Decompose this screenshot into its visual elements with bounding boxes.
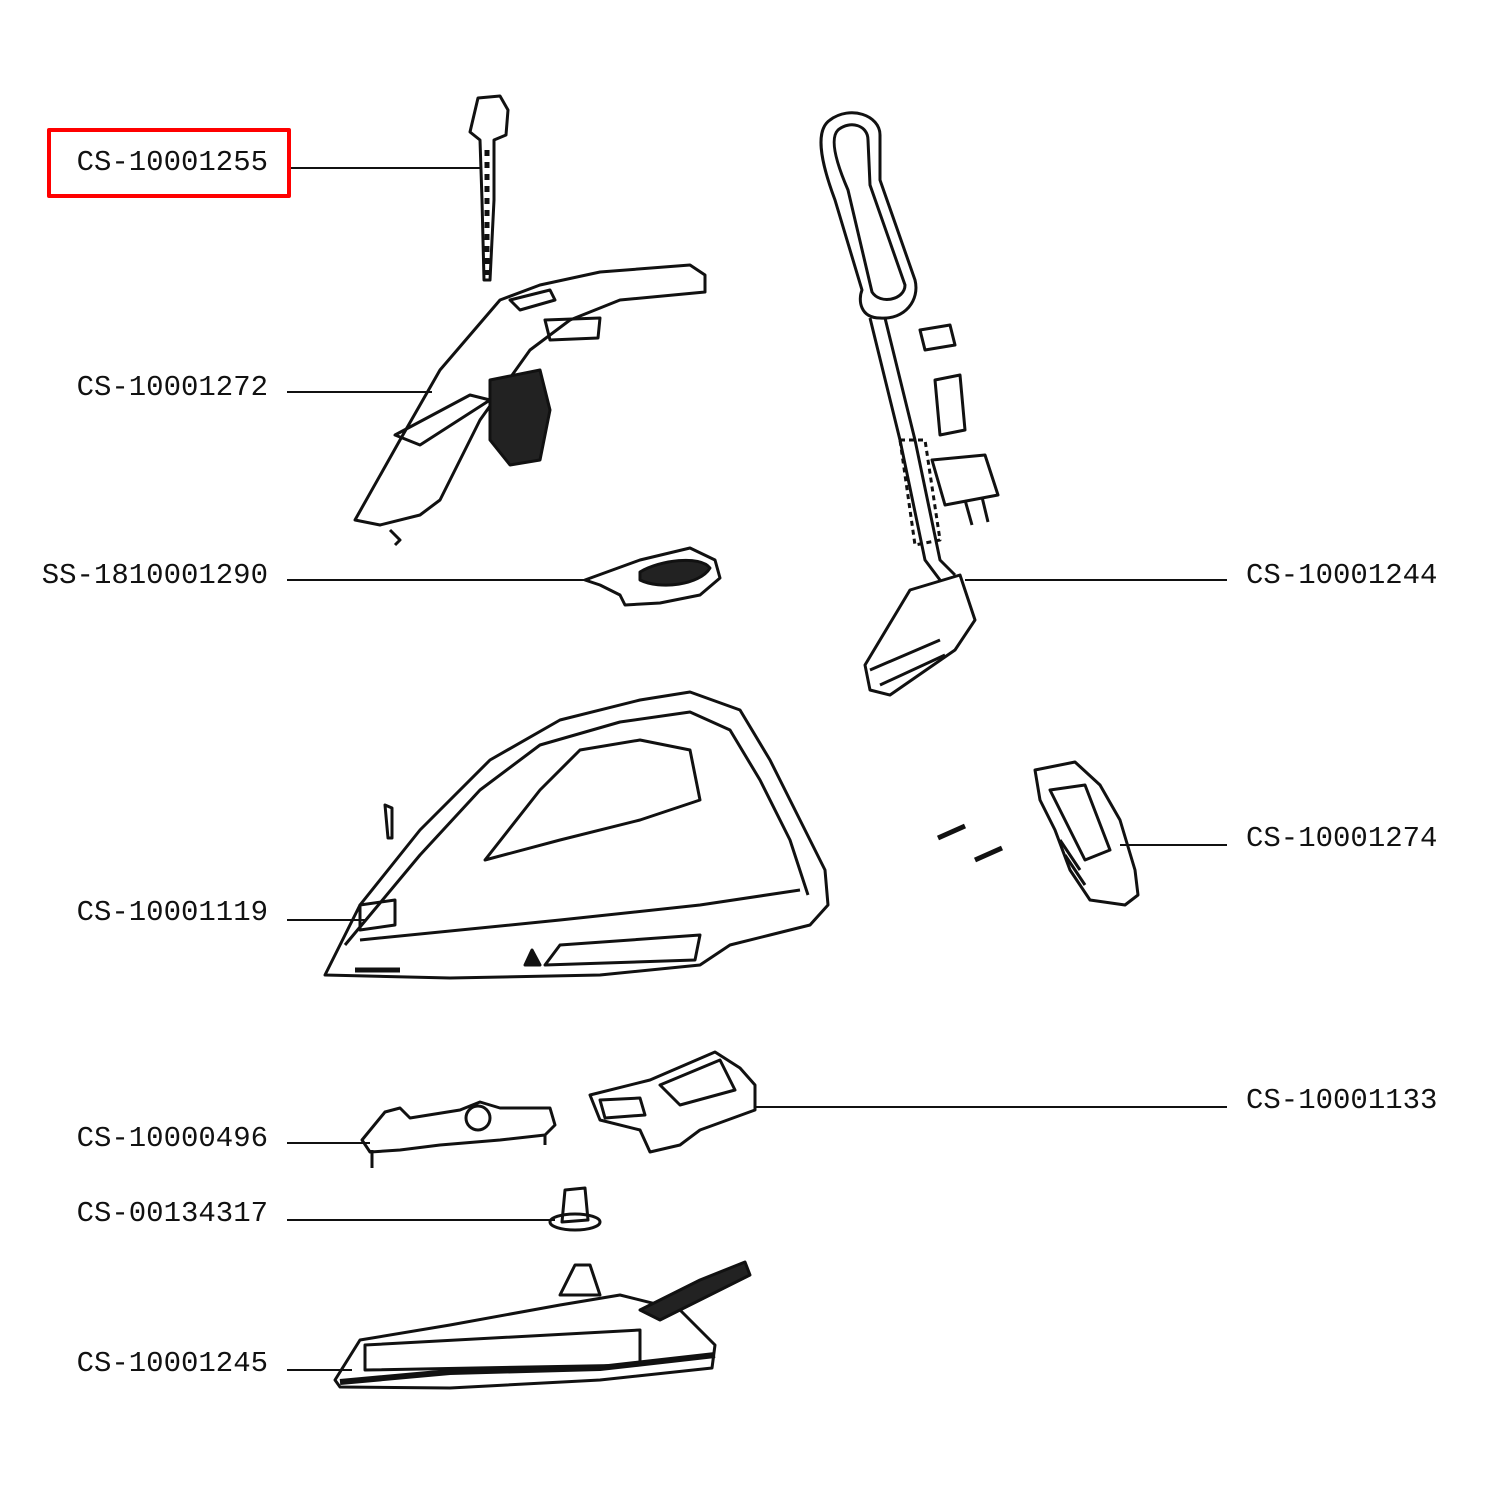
power-cord-part	[819, 111, 1000, 697]
part-label-cs-10001255[interactable]: CS-10001255	[76, 146, 268, 179]
thermostat-part	[360, 1100, 557, 1168]
dial-part	[583, 546, 722, 607]
steam-rod-part	[468, 94, 510, 282]
highlight-box	[47, 128, 291, 198]
handle-assembly-part	[353, 263, 707, 547]
part-label-cs-00134317[interactable]: CS-00134317	[76, 1197, 268, 1230]
part-label-cs-10001119[interactable]: CS-10001119	[76, 896, 268, 929]
valve-part	[548, 1186, 602, 1232]
part-label-ss-1810001290[interactable]: SS-1810001290	[41, 559, 268, 592]
cord-guard-part	[588, 1050, 757, 1154]
housing-part	[323, 690, 830, 980]
leader-lines	[287, 167, 1227, 1371]
part-label-cs-10001244[interactable]: CS-10001244	[1246, 559, 1438, 592]
part-label-cs-10001245[interactable]: CS-10001245	[76, 1347, 268, 1380]
part-label-cs-10001272[interactable]: CS-10001272	[76, 371, 268, 404]
part-label-cs-10001133[interactable]: CS-10001133	[1246, 1084, 1438, 1117]
part-label-cs-10001274[interactable]: CS-10001274	[1246, 822, 1438, 855]
part-label-cs-10000496[interactable]: CS-10000496	[76, 1122, 268, 1155]
rear-cover-part	[936, 760, 1140, 907]
soleplate-part	[333, 1260, 752, 1390]
